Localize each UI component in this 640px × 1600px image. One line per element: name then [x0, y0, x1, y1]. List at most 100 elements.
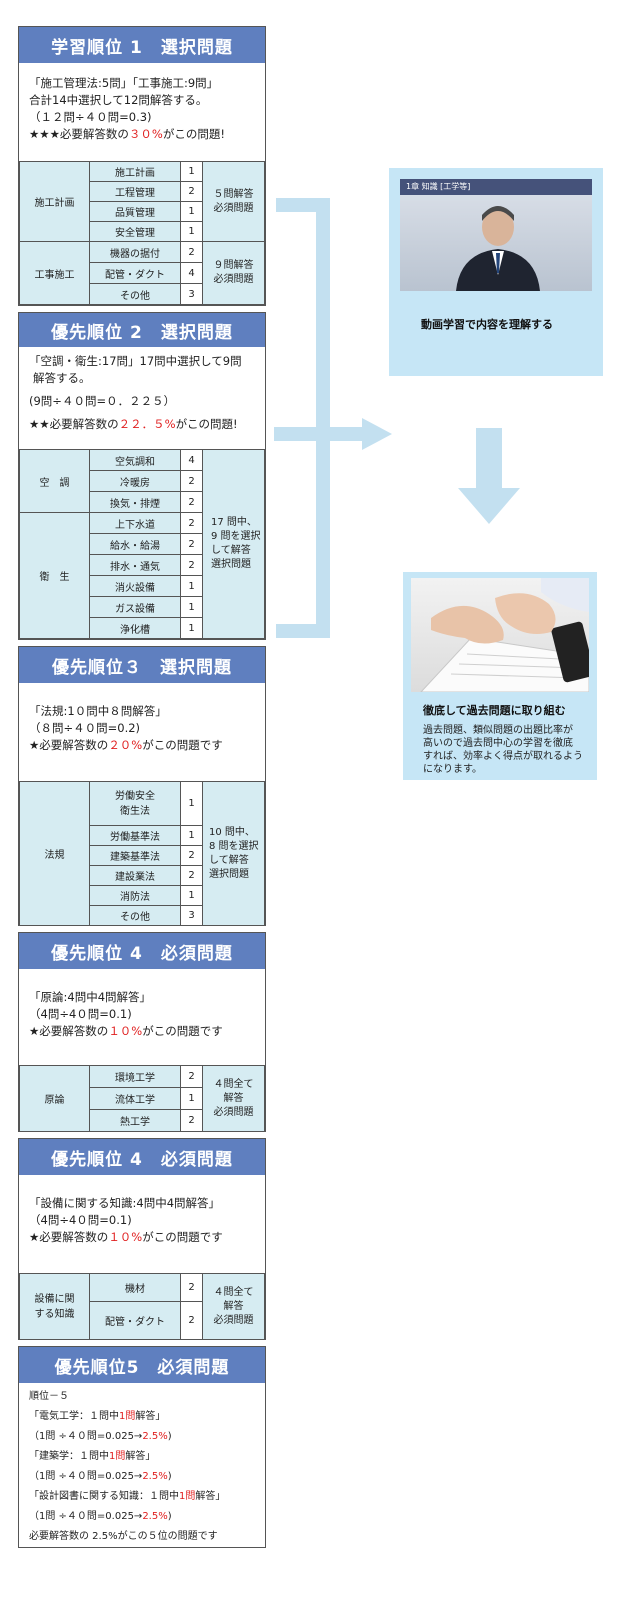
card-description: 「法規:1０問中８問解答」 （８問÷４０問=0.2) ★必要解答数の２０%がこの…	[19, 683, 265, 781]
category-cell: 空 調	[19, 449, 90, 513]
category-cell: 原論	[19, 1065, 90, 1132]
desc-line: 順位－５	[29, 1391, 69, 1402]
question-table: 法規 労働安全 衛生法 1 10 問中、 8 問を選択 して解答 選択問題 労働…	[19, 781, 265, 926]
desc-line: 「法規:1０問中８問解答」	[29, 704, 167, 718]
table-row: 排水・通気 2	[20, 554, 265, 576]
card-description: 「空調・衛生:17問」17問中選択して9問 解答する。 (9問÷４０問=０．２２…	[19, 347, 265, 449]
question-table: 空 調 空気調和 4 17 問中、 9 問を選択 して解答 選択問題 冷暖房 2…	[19, 449, 265, 639]
table-row: その他 3	[20, 905, 265, 926]
keyboard-photo	[411, 578, 589, 692]
practice-panel: 徹底して過去問題に取り組む 過去問題、類似問題の出題比率が 高いので過去問中心の…	[403, 572, 597, 780]
desc-line: ★★★必要解答数の３０%がこの問題!	[29, 127, 225, 141]
question-table: 施工計画 施工計画 1 ５問解答 必須問題 工程管理 2 品質管理 1 安全管理…	[19, 161, 265, 305]
card-description: 「設備に関する知識:4問中4問解答」 （4問÷4０問=0.1) ★必要解答数の１…	[19, 1175, 265, 1273]
table-row: 工程管理 2	[20, 181, 265, 202]
count-cell: 3	[180, 905, 203, 926]
count-cell: 1	[180, 825, 203, 846]
item-cell: 排水・通気	[89, 554, 181, 576]
practice-caption: 徹底して過去問題に取り組む	[423, 704, 566, 717]
item-cell: 工程管理	[89, 181, 181, 202]
item-cell: 品質管理	[89, 201, 181, 222]
question-table: 原論 環境工学 2 ４問全て 解答 必須問題 流体工学 1 熱工学 2	[19, 1065, 265, 1132]
desc-line: 「施工管理法:5問」「工事施工:9問」	[29, 76, 219, 90]
table-row: 配管・ダクト 2	[20, 1301, 265, 1340]
video-thumbnail[interactable]: 1章 知識 [工学等]	[400, 179, 592, 291]
count-cell: 1	[180, 221, 203, 242]
category-cell: 衛 生	[19, 512, 90, 639]
desc-line: （4問÷4０問=0.1)	[29, 1007, 132, 1021]
item-cell: 浄化槽	[89, 617, 181, 639]
count-cell: 1	[180, 617, 203, 639]
video-panel: 1章 知識 [工学等] 動画学習で内容を理解する	[389, 168, 603, 376]
bracket-vertical	[316, 198, 330, 638]
card-description: 「原論:4問中4問解答」 （4問÷4０問=0.1) ★必要解答数の１０%がこの問…	[19, 969, 265, 1065]
desc-line: ★★必要解答数の２２．５%がこの問題!	[29, 417, 238, 431]
table-row: 建築基準法 2	[20, 845, 265, 866]
table-row: 空 調 空気調和 4 17 問中、 9 問を選択 して解答 選択問題	[19, 449, 265, 639]
item-cell: 環境工学	[89, 1065, 181, 1088]
item-cell: 機器の据付	[89, 241, 181, 263]
item-cell: 冷暖房	[89, 470, 181, 492]
item-cell: 建築基準法	[89, 845, 181, 866]
desc-line: （８問÷４０問=0.2)	[29, 721, 141, 735]
item-cell: 空気調和	[89, 449, 181, 471]
practice-line: 過去問題、類似問題の出題比率が	[423, 725, 573, 736]
practice-description: 過去問題、類似問題の出題比率が 高いので過去問中心の学習を徹底 すれば、効率よく…	[423, 724, 593, 776]
item-cell: その他	[89, 283, 181, 305]
card-priority-2: 優先順位 2 選択問題 「空調・衛生:17問」17問中選択して9問 解答する。 …	[18, 312, 266, 640]
arrow-shaft	[274, 427, 364, 441]
count-cell: 2	[180, 1273, 203, 1302]
count-cell: 2	[180, 470, 203, 492]
card-priority-3: 優先順位３ 選択問題 「法規:1０問中８問解答」 （８問÷４０問=0.2) ★必…	[18, 646, 266, 926]
practice-line: 高いので過去問中心の学習を徹底	[423, 738, 573, 749]
desc-line: 解答する。	[33, 371, 91, 385]
count-cell: 4	[180, 262, 203, 284]
item-cell: 消火設備	[89, 575, 181, 597]
table-row: ガス設備 1	[20, 596, 265, 618]
category-cell: 設備に関 する知識	[19, 1273, 90, 1340]
note-cell: ４問全て 解答 必須問題	[202, 1065, 265, 1132]
item-cell: 労働基準法	[89, 825, 181, 846]
video-caption: 動画学習で内容を理解する	[421, 318, 553, 331]
count-cell: 2	[180, 554, 203, 576]
table-row: 建設業法 2	[20, 865, 265, 886]
count-cell: 1	[180, 885, 203, 906]
table-row: その他 3	[20, 283, 265, 305]
note-cell: 17 問中、 9 問を選択 して解答 選択問題	[202, 449, 265, 639]
item-cell: ガス設備	[89, 596, 181, 618]
count-cell: 3	[180, 283, 203, 305]
table-row: 配管・ダクト 4	[20, 262, 265, 284]
desc-line: ★必要解答数の２０%がこの問題です	[29, 738, 223, 752]
card-title: 学習順位 1 選択問題	[19, 27, 265, 63]
desc-line: （1問 ÷４０問=0.025→2.5%)	[29, 1431, 172, 1442]
desc-line: （１２問÷４０問=0.3)	[29, 110, 152, 124]
desc-line: （4問÷4０問=0.1)	[29, 1213, 132, 1227]
table-row: 原論 環境工学 2 ４問全て 解答 必須問題	[19, 1065, 265, 1132]
category-cell: 法規	[19, 781, 90, 926]
desc-line: 「空調・衛生:17問」17問中選択して9問	[29, 354, 242, 368]
card-priority-4-theory: 優先順位 4 必須問題 「原論:4問中4問解答」 （4問÷4０問=0.1) ★必…	[18, 932, 266, 1132]
table-row: 施工計画 施工計画 1 ５問解答 必須問題	[19, 161, 265, 242]
table-row: 設備に関 する知識 機材 2 ４問全て 解答 必須問題	[19, 1273, 265, 1340]
item-cell: 熱工学	[89, 1109, 181, 1132]
note-cell: ９問解答 必須問題	[202, 241, 265, 305]
item-cell: 換気・排煙	[89, 491, 181, 513]
desc-line: 「設計図書に関する知識：１問中1問解答」	[29, 1491, 226, 1502]
card-title: 優先順位３ 選択問題	[19, 647, 265, 683]
item-cell: 建設業法	[89, 865, 181, 886]
item-cell: 配管・ダクト	[89, 262, 181, 284]
count-cell: 2	[180, 533, 203, 555]
practice-line: になります。	[423, 764, 482, 775]
item-cell: 給水・給湯	[89, 533, 181, 555]
count-cell: 1	[180, 161, 203, 182]
card-title: 優先順位5 必須問題	[19, 1347, 265, 1383]
desc-line: 必要解答数の 2.5%がこの５位の問題です	[29, 1531, 218, 1542]
table-row: 冷暖房 2	[20, 470, 265, 492]
table-row: 労働基準法 1	[20, 825, 265, 846]
count-cell: 1	[180, 596, 203, 618]
card-title: 優先順位 4 必須問題	[19, 933, 265, 969]
table-row: 熱工学 2	[20, 1109, 265, 1132]
item-cell: その他	[89, 905, 181, 926]
table-row: 消防法 1	[20, 885, 265, 906]
count-cell: 1	[180, 1087, 203, 1110]
